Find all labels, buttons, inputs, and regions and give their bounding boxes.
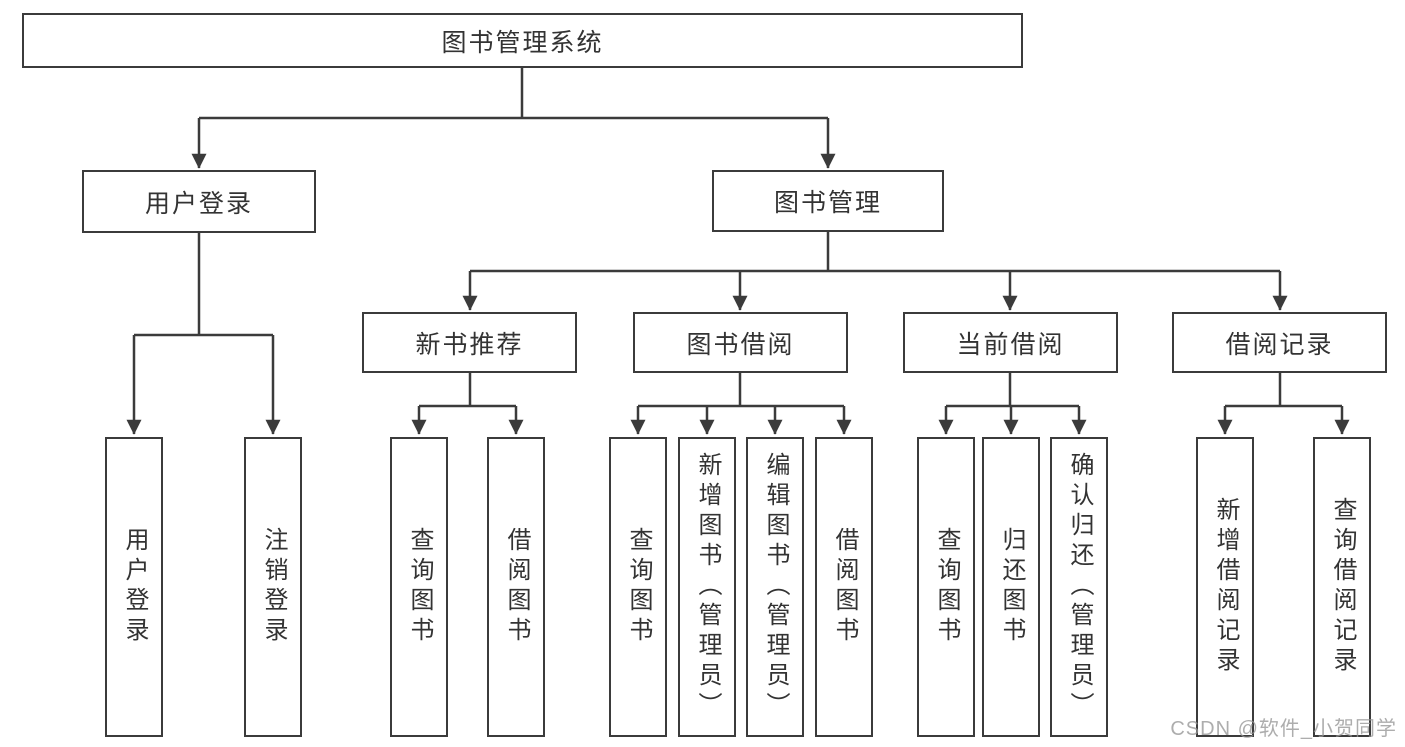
node-borrow-record: 借阅记录 [1172,312,1387,373]
leaf-user-login: 用户登录 [105,437,163,737]
leaf-query-borrow-record: 查询借阅记录 [1313,437,1371,737]
leaf-borrow-books: 借阅图书 [815,437,873,737]
connector-book-mgmt-children [462,232,1288,311]
leaf-query-books-borrow: 查询图书 [609,437,667,737]
leaf-confirm-return-admin: 确认归还（管理员） [1050,437,1108,737]
node-current-borrow: 当前借阅 [903,312,1118,373]
node-root-system: 图书管理系统 [22,13,1023,68]
leaf-borrow-books-recommend: 借阅图书 [487,437,545,737]
connector-root-to-level2 [191,68,836,169]
connector-user-login-children [126,233,281,435]
csdn-watermark: CSDN @软件_小贺同学 [1170,718,1397,740]
leaf-query-books-current: 查询图书 [917,437,975,737]
node-user-login: 用户登录 [82,170,316,233]
leaf-add-borrow-record: 新增借阅记录 [1196,437,1254,737]
leaf-add-book-admin: 新增图书（管理员） [678,437,736,737]
connector-book-borrow-children [630,373,852,435]
connector-current-borrow-children [938,373,1087,435]
connector-new-book-children [411,373,524,435]
leaf-logout: 注销登录 [244,437,302,737]
node-new-book-recommend: 新书推荐 [362,312,577,373]
node-book-borrow: 图书借阅 [633,312,848,373]
leaf-return-book: 归还图书 [982,437,1040,737]
node-book-management: 图书管理 [712,170,944,232]
connector-borrow-record-children [1217,373,1350,435]
leaf-query-books-recommend: 查询图书 [390,437,448,737]
leaf-edit-book-admin: 编辑图书（管理员） [746,437,804,737]
